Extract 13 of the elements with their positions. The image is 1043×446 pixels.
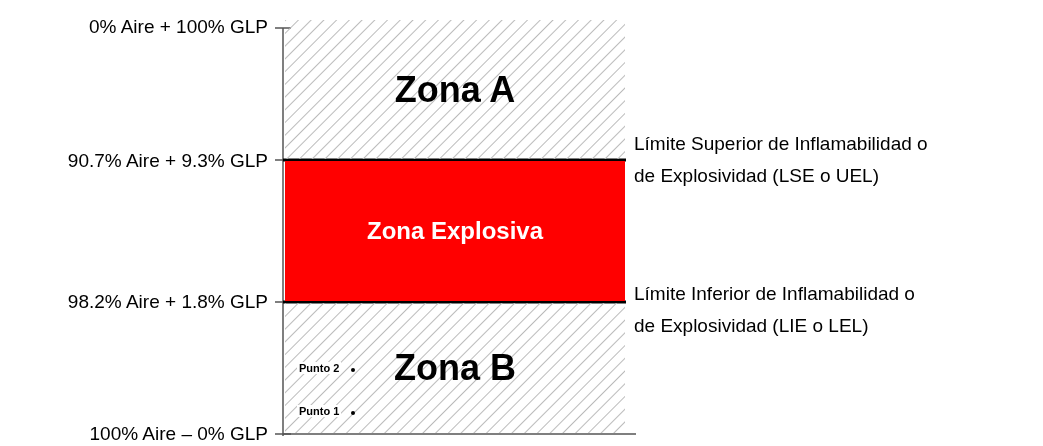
explosive-zone-band [285,161,625,301]
zone-label: Zona B [394,347,516,389]
axis-tick-label: 98.2% Aire + 1.8% GLP [67,291,268,313]
hatched-zone-band [285,303,625,433]
axis-tick-label: 90.7% Aire + 9.3% GLP [67,150,268,172]
axis-tick-label: 0% Aire + 100% GLP [88,16,268,38]
point-label: Punto 1 [297,405,342,417]
point-label: Punto 2 [297,362,342,374]
zone-label: Zona A [394,68,516,111]
limit-note: Límite Inferior de Inflamabilidad o de Explosividad (LIE o LEL) [634,282,916,338]
zone-label: Zona Explosiva [366,217,544,245]
axis-tick-label: 100% Aire – 0% GLP [89,423,268,445]
limit-note: Límite Superior de Inflamabilidad o de Explosividad (LSE o UEL) [634,132,929,188]
